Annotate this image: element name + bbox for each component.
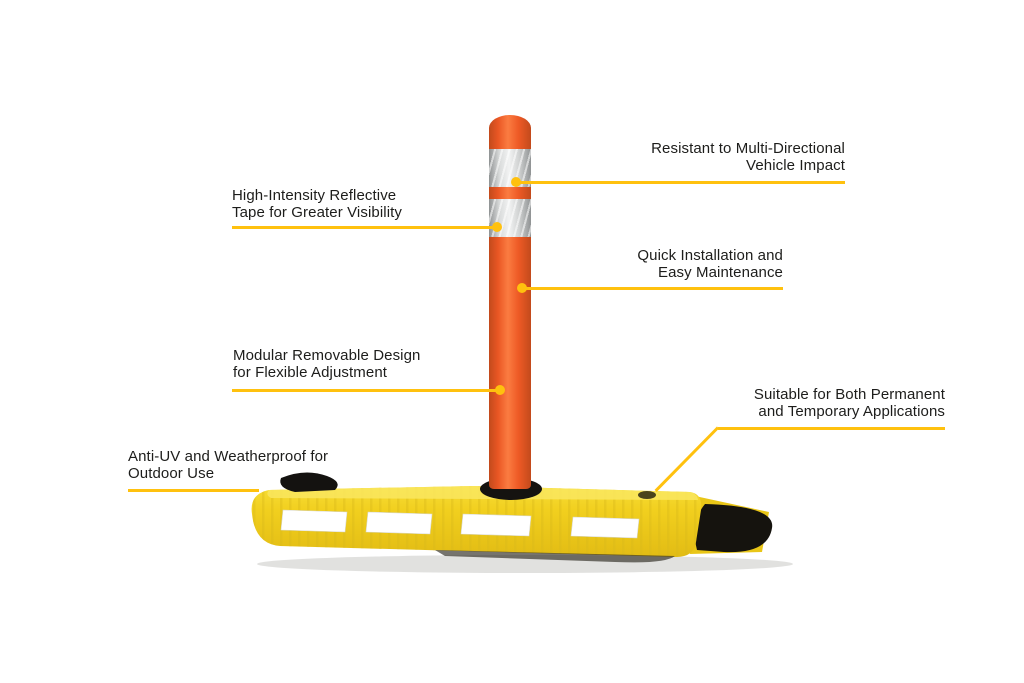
underline-uv <box>128 489 259 492</box>
base-rear-endcap <box>694 504 773 553</box>
callout-suitable: Suitable for Both Permanent and Temporar… <box>754 386 945 420</box>
anchor-hole <box>638 491 656 499</box>
callout-modular-line2: for Flexible Adjustment <box>233 364 388 381</box>
callout-impact-line2: Vehicle Impact <box>746 157 845 174</box>
lane-separator-base <box>251 472 793 573</box>
reflective-strip <box>280 509 348 533</box>
callout-uv: Anti-UV and Weatherproof for Outdoor Use <box>128 448 328 482</box>
connector-dot-tape <box>492 222 502 232</box>
leader-line-tape <box>232 226 499 229</box>
reflective-strip <box>365 511 433 535</box>
callout-tape-line1: High-Intensity Reflective <box>232 187 397 204</box>
callout-install-line2: Easy Maintenance <box>657 264 783 281</box>
callout-install: Quick Installation and Easy Maintenance <box>637 247 783 281</box>
leader-line-install <box>520 287 783 290</box>
base-bottom-shadow <box>435 550 675 563</box>
callout-suitable-line1: Suitable for Both Permanent <box>753 386 945 403</box>
callout-impact: Resistant to Multi-Directional Vehicle I… <box>651 140 845 174</box>
callout-modular-line1: Modular Removable Design <box>233 347 421 364</box>
connector-dot-modular <box>495 385 505 395</box>
callout-uv-line2: Outdoor Use <box>128 465 215 482</box>
underline-suitable <box>718 427 945 430</box>
reflective-strip <box>460 513 532 537</box>
reflective-band-top <box>489 149 531 187</box>
callout-impact-line1: Resistant to Multi-Directional <box>651 140 845 157</box>
callout-install-line1: Quick Installation and <box>637 247 783 264</box>
connector-dot-install <box>517 283 527 293</box>
connector-dot-impact <box>511 177 521 187</box>
callout-tape: High-Intensity Reflective Tape for Great… <box>232 187 402 221</box>
leader-line-modular <box>232 389 502 392</box>
delineator-post <box>489 115 531 489</box>
callout-suitable-line2: and Temporary Applications <box>758 403 945 420</box>
base-black-patch <box>280 472 338 492</box>
callout-modular: Modular Removable Design for Flexible Ad… <box>233 347 421 381</box>
callout-tape-line2: Tape for Greater Visibility <box>232 204 402 221</box>
reflective-strip <box>570 516 640 539</box>
reflective-strips <box>280 509 640 539</box>
callout-uv-line1: Anti-UV and Weatherproof for <box>128 448 329 465</box>
leader-line-impact <box>514 181 845 184</box>
